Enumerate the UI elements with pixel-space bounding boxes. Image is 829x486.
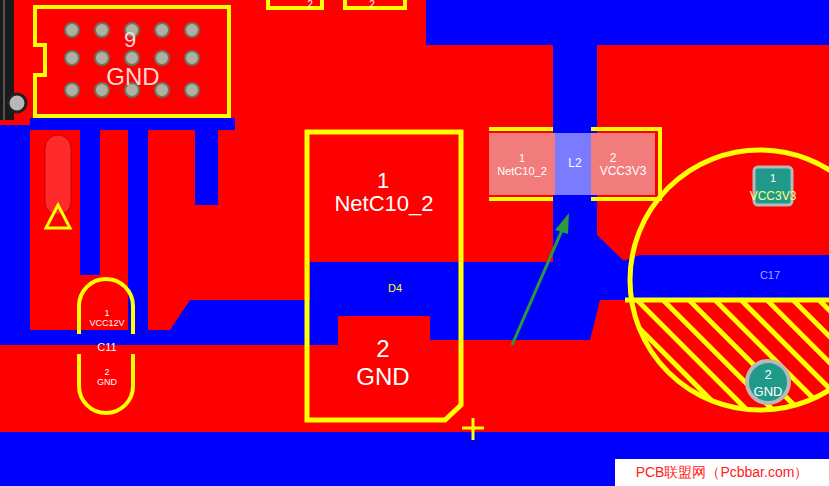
capacitor-outline: C11 1VCC12V 2GND [76, 276, 136, 416]
pin-number: 2 [104, 368, 109, 377]
outline [625, 145, 829, 415]
outline [744, 358, 792, 406]
pad-label: 2GND [80, 365, 132, 395]
silkscreen [268, 0, 405, 8]
outline [489, 133, 555, 195]
net-label: NetC10_2 [334, 193, 433, 215]
pointer-arrow-head [555, 213, 569, 234]
watermark-ground [615, 459, 829, 486]
via [8, 94, 26, 112]
net-label: GND [106, 65, 159, 89]
net-label: VCC12V [89, 319, 124, 328]
net-label: GND [754, 385, 783, 398]
pad-label: 1NetC10_2 [312, 155, 455, 225]
bottom-copper [80, 125, 100, 275]
pin-number: 9 [124, 29, 136, 51]
capacitor-outline: C17 1VCC3V3 2GND [625, 145, 829, 415]
pin-number: 1 [770, 173, 776, 184]
outline [591, 133, 655, 195]
silkscreen-pin: 2 [307, 0, 313, 10]
net-label: GND [356, 365, 409, 389]
hole-edge [3, 0, 5, 120]
pin-number: 1 [377, 170, 389, 192]
pin-number: 1 [104, 309, 109, 318]
smd-pad: 1NetC10_2 [489, 133, 555, 195]
watermark: PCB联盟网（Pcbbar.com） [636, 465, 809, 479]
through-hole-pad: 2GND [744, 358, 792, 406]
pointer-arrow [512, 228, 563, 345]
trace [418, 0, 426, 45]
origin-marker [462, 418, 484, 440]
bottom-copper [0, 125, 30, 330]
net-label: C11 [97, 342, 116, 353]
net-label: C17 [760, 270, 780, 281]
pin1-marker [46, 205, 70, 228]
connector-outline: 9GND [33, 5, 231, 118]
silkscreen-pin: 2 [369, 0, 375, 10]
pad [338, 316, 430, 420]
inductor-outline: L2 1NetC10_2 2VCC3V3 [487, 127, 662, 201]
bottom-copper [420, 0, 829, 45]
through-hole-pad: 1VCC3V3 [745, 167, 801, 205]
pin-number: 2 [610, 152, 617, 164]
bottom-copper [195, 125, 218, 205]
net-label: L2 [568, 157, 581, 169]
net-label: GND [97, 378, 117, 387]
diode-outline: D4 1NetC10_2 2GND [305, 130, 463, 422]
pin-number: 1 [519, 153, 525, 164]
connector-pins [65, 23, 199, 97]
net-label: D4 [388, 283, 402, 294]
pad-label: 2GND [320, 330, 445, 400]
net-label: NetC10_2 [497, 166, 547, 177]
outline [33, 5, 231, 118]
pin-number: 2 [376, 337, 389, 361]
pad-label: 1VCC12V [80, 305, 132, 335]
net-label: VCC3V3 [600, 165, 647, 177]
pin-number: 2 [764, 368, 771, 381]
smd-pad: 2VCC3V3 [591, 133, 655, 195]
net-label: VCC3V3 [750, 190, 797, 202]
bottom-copper [0, 432, 829, 486]
